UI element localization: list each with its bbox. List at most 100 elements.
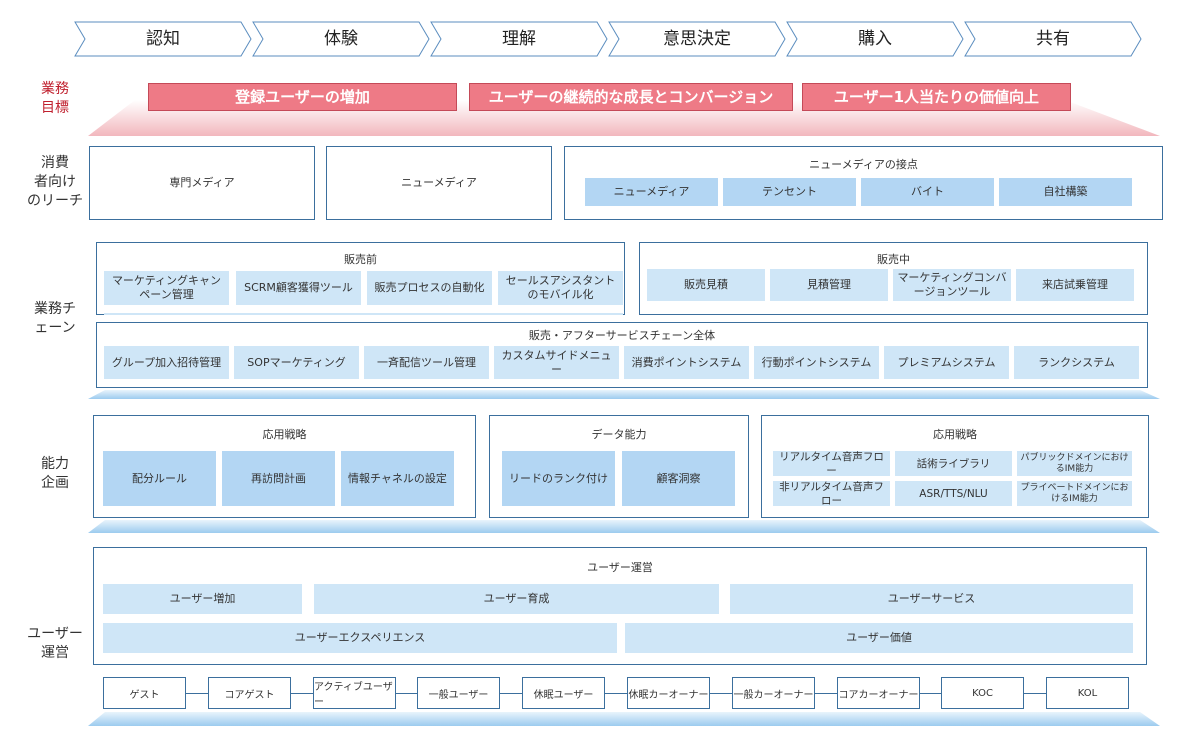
afterchain-group-invite: グループ加入招待管理 — [104, 346, 229, 379]
userops-nurture: ユーザー育成 — [314, 584, 719, 614]
journey-stage: ゲスト — [103, 677, 186, 709]
journey-stage: KOL — [1046, 677, 1129, 709]
cap3-asr-tts-nlu: ASR/TTS/NLU — [895, 481, 1012, 506]
stage-label: 購入 — [858, 29, 892, 49]
panel-cap-strategy2: 応用戦略 リアルタイム音声フロー 話術ライブラリ パブリックドメインにおけるIM… — [761, 415, 1149, 518]
ops-wedge — [88, 712, 1160, 726]
journey-stage: 休眠ユーザー — [522, 677, 605, 709]
insale-conversion-tool: マーケティングコンバージョンツール — [893, 269, 1011, 301]
journey-connector — [605, 693, 627, 694]
cap2-customer-insight: 顧客洞察 — [622, 451, 735, 506]
journey-stage: 一般ユーザー — [417, 677, 500, 709]
stage-label: 理解 — [502, 29, 536, 49]
journey-connector — [291, 693, 313, 694]
row-label-ops: ユーザー 運営 — [27, 626, 83, 661]
stage-chevron — [74, 21, 252, 57]
panel-new-media: ニューメディア — [326, 146, 552, 220]
presale-mobile: セールスアシスタントのモバイル化 — [498, 271, 623, 305]
journey-stage: 一般カーオーナー — [732, 677, 815, 709]
stage-label: 意思決定 — [663, 29, 731, 49]
goal-registered-users: 登録ユーザーの増加 — [148, 83, 457, 111]
userops-title: ユーザー運営 — [587, 561, 653, 574]
cap2-title: データ能力 — [591, 428, 647, 441]
journey-connector — [500, 693, 522, 694]
stage-chevrons — [74, 21, 1142, 57]
cap1-channel: 情報チャネルの設定 — [341, 451, 454, 506]
stage-label: 認知 — [146, 29, 180, 49]
userops-value: ユーザー価値 — [625, 623, 1133, 653]
journey-connector — [396, 693, 418, 694]
stage-chevron — [252, 21, 430, 57]
cap1-title: 応用戦略 — [262, 428, 307, 441]
insale-quote: 販売見積 — [647, 269, 765, 301]
specialized-media-label: 専門メディア — [169, 176, 235, 189]
cap3-script-library: 話術ライブラリ — [895, 451, 1012, 476]
journey-connector — [710, 693, 732, 694]
row-label-chain: 業務チ ェーン — [34, 301, 76, 336]
panel-presale: 販売前 マーケティングキャンペーン管理 SCRM顧客獲得ツール 販売プロセスの自… — [96, 242, 625, 315]
stage-label: 体験 — [324, 29, 358, 49]
insale-quote-mgmt: 見積管理 — [770, 269, 888, 301]
cap1-revisit: 再訪問計画 — [222, 451, 335, 506]
capability-wedge — [88, 520, 1160, 533]
journey-connector — [1024, 693, 1046, 694]
panel-cap-strategy: 応用戦略 配分ルール 再訪問計画 情報チャネルの設定 — [93, 415, 476, 518]
panel-user-ops: ユーザー運営 ユーザー増加 ユーザー育成 ユーザーサービス ユーザーエクスペリエ… — [93, 547, 1147, 665]
journey-stage: コアゲスト — [208, 677, 291, 709]
cap3-public-im: パブリックドメインにおけるIM能力 — [1017, 451, 1132, 476]
journey-connector — [186, 693, 208, 694]
journey-stage: コアカーオーナー — [837, 677, 920, 709]
afterchain-rank: ランクシステム — [1014, 346, 1139, 379]
touchpoint-bytedance: バイト — [861, 178, 994, 206]
afterchain-side-menu: カスタムサイドメニュー — [494, 346, 619, 379]
cap2-lead-ranking: リードのランク付け — [502, 451, 615, 506]
userops-growth: ユーザー増加 — [103, 584, 302, 614]
userops-experience: ユーザーエクスペリエンス — [103, 623, 617, 653]
afterchain-action-points: 行動ポイントシステム — [754, 346, 879, 379]
touchpoint-self-built: 自社構築 — [999, 178, 1132, 206]
insale-title: 販売中 — [877, 253, 910, 266]
presale-campaign: マーケティングキャンペーン管理 — [104, 271, 229, 305]
goal-growth-conversion: ユーザーの継続的な成長とコンバージョン — [469, 83, 793, 111]
presale-automation: 販売プロセスの自動化 — [367, 271, 492, 305]
row-label-capability: 能力 企画 — [41, 456, 69, 491]
goal-value-per-user: ユーザー1人当たりの価値向上 — [802, 83, 1071, 111]
stage-chevron — [430, 21, 608, 57]
afterchain-consume-points: 消費ポイントシステム — [624, 346, 749, 379]
journey-connector — [815, 693, 837, 694]
panel-cap-data: データ能力 リードのランク付け 顧客洞察 — [489, 415, 749, 518]
touchpoint-tencent: テンセント — [723, 178, 856, 206]
panel-touchpoints: ニューメディアの接点 ニューメディア テンセント バイト 自社構築 — [564, 146, 1163, 220]
chain-wedge — [88, 390, 1160, 399]
stage-chevron — [964, 21, 1142, 57]
presale-title: 販売前 — [344, 253, 377, 266]
presale-scrm: SCRM顧客獲得ツール — [236, 271, 361, 305]
cap3-realtime-voice: リアルタイム音声フロー — [773, 451, 890, 477]
presale-underline — [104, 313, 623, 315]
userops-service: ユーザーサービス — [730, 584, 1133, 614]
journey-stage: 休眠カーオーナー — [627, 677, 710, 709]
row-label-reach: 消費 者向け のリーチ — [27, 155, 83, 209]
afterchain-title: 販売・アフターサービスチェーン全体 — [528, 329, 716, 342]
new-media-label: ニューメディア — [401, 176, 477, 189]
journey-stage: アクティブユーザー — [313, 677, 396, 709]
stage-label: 共有 — [1036, 29, 1070, 49]
panel-specialized-media: 専門メディア — [89, 146, 315, 220]
cap3-private-im: プライベートドメインにおけるIM能力 — [1017, 481, 1132, 506]
journey-stage: KOC — [941, 677, 1024, 709]
touchpoint-newmedia: ニューメディア — [585, 178, 718, 206]
cap3-nonrealtime-voice: 非リアルタイム音声フロー — [773, 481, 890, 507]
row-label-goals: 業務 目標 — [41, 81, 69, 116]
cap3-title: 応用戦略 — [933, 428, 977, 441]
afterchain-broadcast: 一斉配信ツール管理 — [364, 346, 489, 379]
cap1-allocation: 配分ルール — [103, 451, 216, 506]
stage-chevron — [786, 21, 964, 57]
afterchain-sop: SOPマーケティング — [234, 346, 359, 379]
panel-insale: 販売中 販売見積 見積管理 マーケティングコンバージョンツール 来店試乗管理 — [639, 242, 1148, 315]
afterchain-premium: プレミアムシステム — [884, 346, 1009, 379]
insale-test-drive: 来店試乗管理 — [1016, 269, 1134, 301]
panel-afterchain: 販売・アフターサービスチェーン全体 グループ加入招待管理 SOPマーケティング … — [96, 322, 1148, 388]
journey-connector — [920, 693, 942, 694]
stage-chevron — [608, 21, 786, 57]
touchpoints-title: ニューメディアの接点 — [809, 158, 918, 171]
